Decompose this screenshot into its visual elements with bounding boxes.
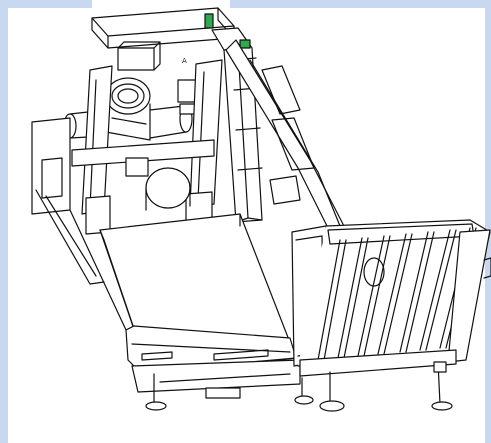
frame-edge-right xyxy=(485,0,491,443)
pipe-flange xyxy=(63,41,199,141)
frame-edge-top-right xyxy=(230,0,491,8)
frame-edge-left xyxy=(0,0,8,443)
base-platform xyxy=(125,325,301,399)
top-frame xyxy=(91,7,235,49)
side-rail xyxy=(225,39,347,237)
roller-conveyor xyxy=(291,219,491,377)
drawing-mark-label: A xyxy=(182,57,187,65)
cross-beams xyxy=(71,59,223,235)
support-legs xyxy=(145,361,453,412)
frame-edge-top-left xyxy=(0,0,92,8)
